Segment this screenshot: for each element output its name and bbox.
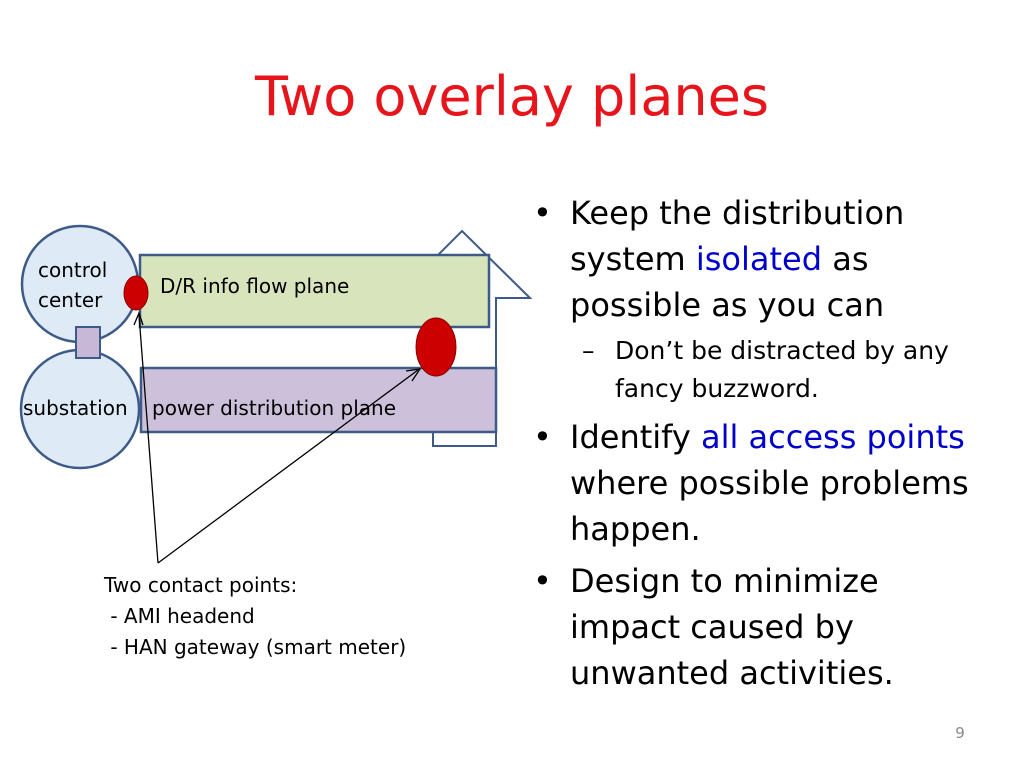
contact-points-caption: Two contact points: - AMI headend - HAN …: [104, 570, 406, 663]
control-center-label-line2: center: [38, 288, 103, 312]
power-plane-label: power distribution plane: [152, 396, 396, 420]
bullet-highlight: all access points: [700, 418, 965, 456]
bullet-item: • Keep the distribution system isolated …: [533, 190, 993, 328]
caption-line: - HAN gateway (smart meter): [104, 635, 407, 659]
dr-plane-box: [138, 253, 491, 329]
arrow-to-han: [157, 369, 419, 564]
bullet-item: • Identify all access points where possi…: [533, 414, 993, 552]
bullet-highlight: isolated: [695, 240, 823, 278]
sub-bullet-text: Don’t be distracted by any fancy buzzwor…: [615, 336, 949, 403]
bullet-text: Keep the distribution system: [570, 194, 905, 278]
bullet-text: where possible problems happen.: [570, 464, 969, 548]
bullet-dot-icon: •: [533, 194, 552, 232]
bullet-list: • Keep the distribution system isolated …: [533, 190, 993, 702]
bullet-text: Design to minimize impact caused by unwa…: [570, 562, 894, 692]
page-number: 9: [955, 724, 965, 742]
caption-line: - AMI headend: [104, 604, 255, 628]
power-plane-box: [139, 366, 498, 434]
dash-icon: –: [582, 336, 595, 365]
caption-line: Two contact points:: [104, 573, 298, 597]
arrow-to-ami: [138, 314, 159, 564]
circle-connector: [75, 326, 101, 359]
slide-title: Two overlay planes: [254, 65, 769, 128]
bullet-text: as possible as you can: [570, 240, 885, 324]
substation-label: substation: [23, 396, 128, 420]
bullet-dot-icon: •: [533, 418, 552, 456]
dr-plane-label: D/R info flow plane: [160, 274, 350, 298]
bullet-dot-icon: •: [533, 562, 552, 600]
bullet-item: • Design to minimize impact caused by un…: [533, 558, 993, 696]
sub-bullet-item: – Don’t be distracted by any fancy buzzw…: [570, 332, 993, 408]
bullet-text: Identify: [570, 418, 701, 456]
contact-point-ami: [123, 275, 149, 311]
control-center-circle: [20, 224, 140, 344]
contact-point-han: [415, 317, 457, 377]
control-center-label-line1: control: [38, 258, 108, 282]
